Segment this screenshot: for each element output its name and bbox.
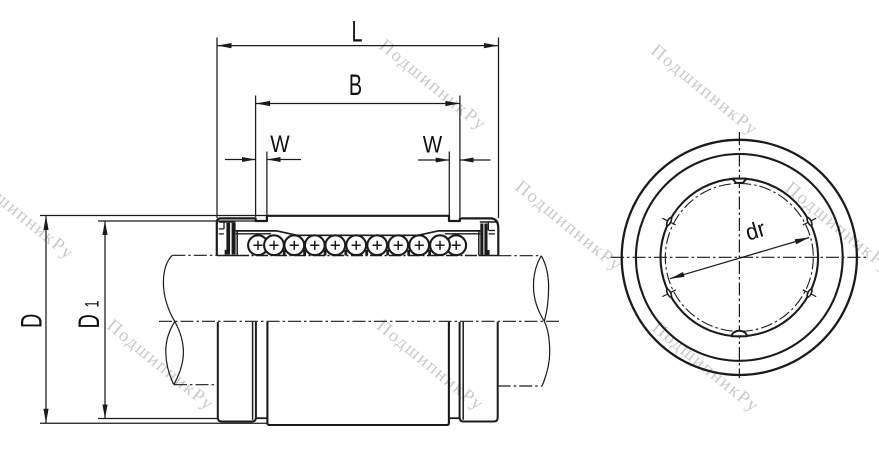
svg-text:D: D — [73, 314, 106, 328]
svg-text:ПодшипникРу: ПодшипникРу — [375, 36, 490, 135]
svg-text:ПодшипникРу: ПодшипникРу — [0, 165, 78, 264]
svg-text:ПодшипникРу: ПодшипникРу — [647, 41, 762, 140]
svg-text:1: 1 — [82, 300, 103, 307]
svg-text:ПодшипникРу: ПодшипникРу — [781, 178, 879, 277]
svg-text:L: L — [351, 15, 362, 48]
svg-text:ПодшипникРу: ПодшипникРу — [511, 177, 626, 276]
svg-text:dr: dr — [742, 215, 768, 245]
svg-text:ПодшипникРу: ПодшипникРу — [372, 316, 487, 415]
svg-text:W: W — [423, 131, 443, 158]
svg-text:B: B — [349, 69, 362, 102]
svg-text:D: D — [15, 314, 48, 328]
svg-text:W: W — [270, 130, 290, 157]
svg-text:ПодшипникРу: ПодшипникРу — [103, 316, 218, 415]
